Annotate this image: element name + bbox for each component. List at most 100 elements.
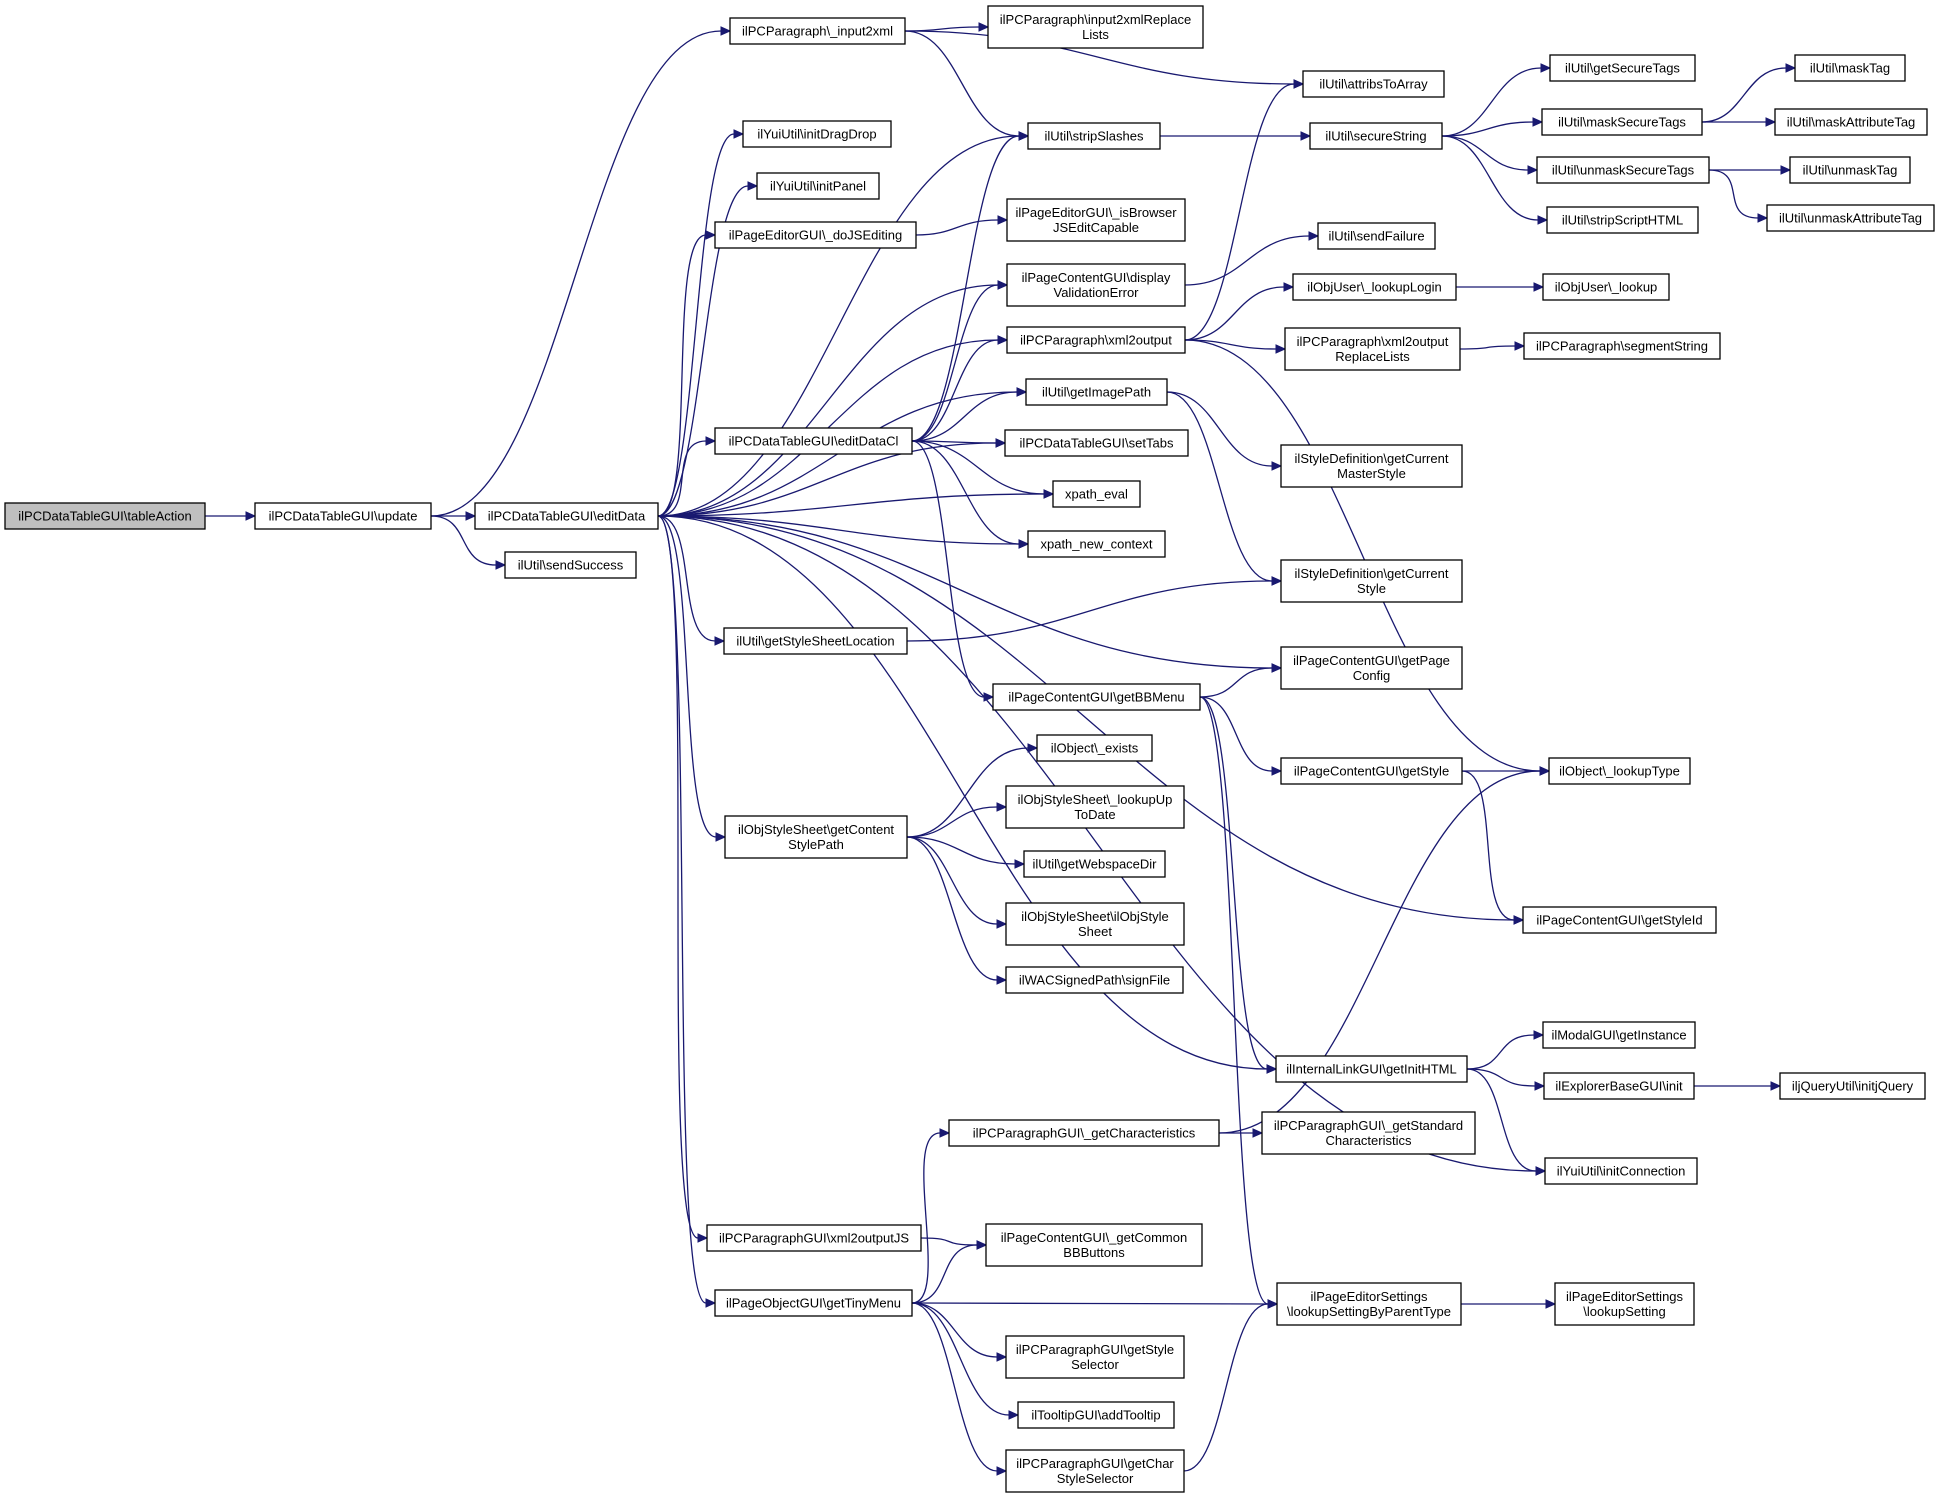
- edge-line: [657, 234, 707, 517]
- arrowhead-icon: [997, 335, 1009, 345]
- node-unmaskTag[interactable]: ilUtil\unmaskTag: [1789, 156, 1911, 184]
- node-getInstance[interactable]: ilModalGUI\getInstance: [1542, 1021, 1696, 1049]
- node-secureString[interactable]: ilUtil\secureString: [1309, 122, 1443, 150]
- node-getStyleId[interactable]: ilPageContentGUI\getStyleId: [1522, 906, 1717, 934]
- edge-xml2output-to-lookupType: [1184, 339, 1551, 776]
- node-xpathEval[interactable]: xpath_eval: [1052, 480, 1141, 508]
- node-initPanel[interactable]: ilYuiUtil\initPanel: [756, 172, 880, 200]
- edge-editData-to-xpathNewContext: [657, 515, 1030, 549]
- node-label: \lookupSettingByParentType: [1287, 1304, 1451, 1319]
- node-attribsToArray[interactable]: ilUtil\attribsToArray: [1302, 70, 1445, 98]
- edge-line: [911, 1302, 998, 1472]
- node-getImagePath[interactable]: ilUtil\getImagePath: [1025, 378, 1168, 406]
- node-box: [1542, 273, 1670, 301]
- node-getCharacteristics[interactable]: ilPCParagraphGUI\_getCharacteristics: [948, 1119, 1220, 1147]
- node-xpathNewContext[interactable]: xpath_new_context: [1027, 530, 1166, 558]
- node-stripSlashes[interactable]: ilUtil\stripSlashes: [1027, 122, 1161, 150]
- node-label: ilStyleDefinition\getCurrent: [1295, 566, 1449, 581]
- edge-line: [1184, 235, 1310, 286]
- node-getStyle[interactable]: ilPageContentGUI\getStyle: [1280, 757, 1463, 785]
- arrowhead-icon: [733, 129, 745, 139]
- node-input2xml[interactable]: ilPCParagraph\_input2xml: [729, 17, 906, 45]
- node-objectExists[interactable]: ilObject\_exists: [1036, 734, 1153, 762]
- arrowhead-icon: [1014, 859, 1026, 869]
- node-label: ilPCParagraphGUI\xml2outputJS: [719, 1231, 909, 1246]
- node-stripScriptHTML[interactable]: ilUtil\stripScriptHTML: [1546, 206, 1699, 234]
- node-getInitHTML[interactable]: ilInternalLinkGUI\getInitHTML: [1275, 1055, 1468, 1083]
- edge-line: [1466, 1034, 1535, 1070]
- node-maskAttributeTag[interactable]: ilUtil\maskAttributeTag: [1774, 108, 1928, 136]
- node-label: ilObjStyleSheet\_lookupUp: [1018, 792, 1173, 807]
- node-initDragDrop[interactable]: ilYuiUtil\initDragDrop: [742, 120, 892, 148]
- node-label: JSEditCapable: [1053, 220, 1139, 235]
- node-editDataCl[interactable]: ilPCDataTableGUI\editDataCl: [714, 427, 913, 455]
- edge-line: [657, 493, 1045, 517]
- node-getBBMenu[interactable]: ilPageContentGUI\getBBMenu: [992, 683, 1201, 711]
- node-lookupType[interactable]: ilObject\_lookupType: [1548, 757, 1691, 785]
- edge-getBBMenu-to-getInitHTML: [1199, 696, 1278, 1074]
- arrowhead-icon: [1785, 63, 1797, 73]
- node-box: [1005, 902, 1185, 946]
- node-label: ilUtil\maskAttributeTag: [1787, 115, 1916, 130]
- edge-getTinyMenu-to-getCharacteristics: [911, 1128, 951, 1304]
- node-update[interactable]: ilPCDataTableGUI\update: [254, 502, 432, 530]
- node-setTabs[interactable]: ilPCDataTableGUI\setTabs: [1004, 429, 1189, 457]
- node-signFile[interactable]: ilWACSignedPath\signFile: [1005, 966, 1184, 994]
- node-initjQuery[interactable]: iljQueryUtil\initjQuery: [1779, 1072, 1926, 1100]
- edge-editDataCl-to-stripSlashes: [911, 131, 1030, 442]
- node-xml2output[interactable]: ilPCParagraph\xml2output: [1006, 326, 1186, 354]
- node-xml2outputJS[interactable]: ilPCParagraphGUI\xml2outputJS: [706, 1224, 922, 1252]
- node-box: [1275, 1055, 1468, 1083]
- edge-lookupSettingByParentType-to-lookupSetting: [1461, 1299, 1557, 1309]
- node-lookupSettingByParentType[interactable]: ilPageEditorSettings\lookupSettingByPare…: [1276, 1282, 1462, 1326]
- node-getWebspaceDir[interactable]: ilUtil\getWebspaceDir: [1023, 850, 1166, 878]
- node-addTooltip[interactable]: ilTooltipGUI\addTooltip: [1017, 1401, 1175, 1429]
- node-label: ilTooltipGUI\addTooltip: [1031, 1408, 1160, 1423]
- arrowhead-icon: [705, 436, 717, 446]
- edge-getTinyMenu-to-getCommonBBButtons: [911, 1240, 988, 1304]
- node-segmentString[interactable]: ilPCParagraph\segmentString: [1523, 332, 1721, 360]
- node-sendSuccess[interactable]: ilUtil\sendSuccess: [504, 551, 637, 579]
- node-box: [706, 1224, 922, 1252]
- node-unmaskSecureTags[interactable]: ilUtil\unmaskSecureTags: [1536, 156, 1710, 184]
- node-lookupSetting[interactable]: ilPageEditorSettings\lookupSetting: [1554, 1282, 1695, 1326]
- node-maskTag[interactable]: ilUtil\maskTag: [1794, 54, 1906, 82]
- node-box: [1544, 1157, 1698, 1185]
- edge-editData-to-getStyleId: [657, 515, 1525, 925]
- node-getSecureTags[interactable]: ilUtil\getSecureTags: [1549, 54, 1696, 82]
- node-explorerInit[interactable]: ilExplorerBaseGUI\init: [1543, 1072, 1695, 1100]
- node-maskSecureTags[interactable]: ilUtil\maskSecureTags: [1541, 108, 1703, 136]
- edge-getBBMenu-to-getStyle: [1199, 696, 1283, 776]
- node-getStandardCharacteristics[interactable]: ilPCParagraphGUI\_getStandardCharacteris…: [1261, 1111, 1476, 1155]
- node-getTinyMenu[interactable]: ilPageObjectGUI\getTinyMenu: [714, 1289, 913, 1317]
- node-initConnection[interactable]: ilYuiUtil\initConnection: [1544, 1157, 1698, 1185]
- node-editData[interactable]: ilPCDataTableGUI\editData: [474, 502, 659, 530]
- edge-maskSecureTags-to-maskAttributeTag: [1702, 117, 1777, 127]
- arrowhead-icon: [1283, 282, 1295, 292]
- node-lookupLogin[interactable]: ilObjUser\_lookupLogin: [1292, 273, 1457, 301]
- node-label: xpath_new_context: [1040, 537, 1152, 552]
- node-box: [1302, 70, 1445, 98]
- edge-line: [657, 515, 1515, 921]
- node-getStyleSheetLocation[interactable]: ilUtil\getStyleSheetLocation: [723, 627, 908, 655]
- edge-line: [920, 1237, 978, 1246]
- edge-editData-to-getStyleSheetLocation: [657, 515, 726, 646]
- node-ilObjStyleSheetCtor[interactable]: ilObjStyleSheet\ilObjStyleSheet: [1005, 902, 1185, 946]
- node-sendFailure[interactable]: ilUtil\sendFailure: [1317, 222, 1436, 250]
- node-doJSEditing[interactable]: ilPageEditorGUI\_doJSEditing: [714, 221, 917, 249]
- node-objUserLookup[interactable]: ilObjUser\_lookup: [1542, 273, 1670, 301]
- node-unmaskAttributeTag[interactable]: ilUtil\unmaskAttributeTag: [1766, 204, 1935, 232]
- node-root[interactable]: ilPCDataTableGUI\tableAction: [4, 502, 206, 530]
